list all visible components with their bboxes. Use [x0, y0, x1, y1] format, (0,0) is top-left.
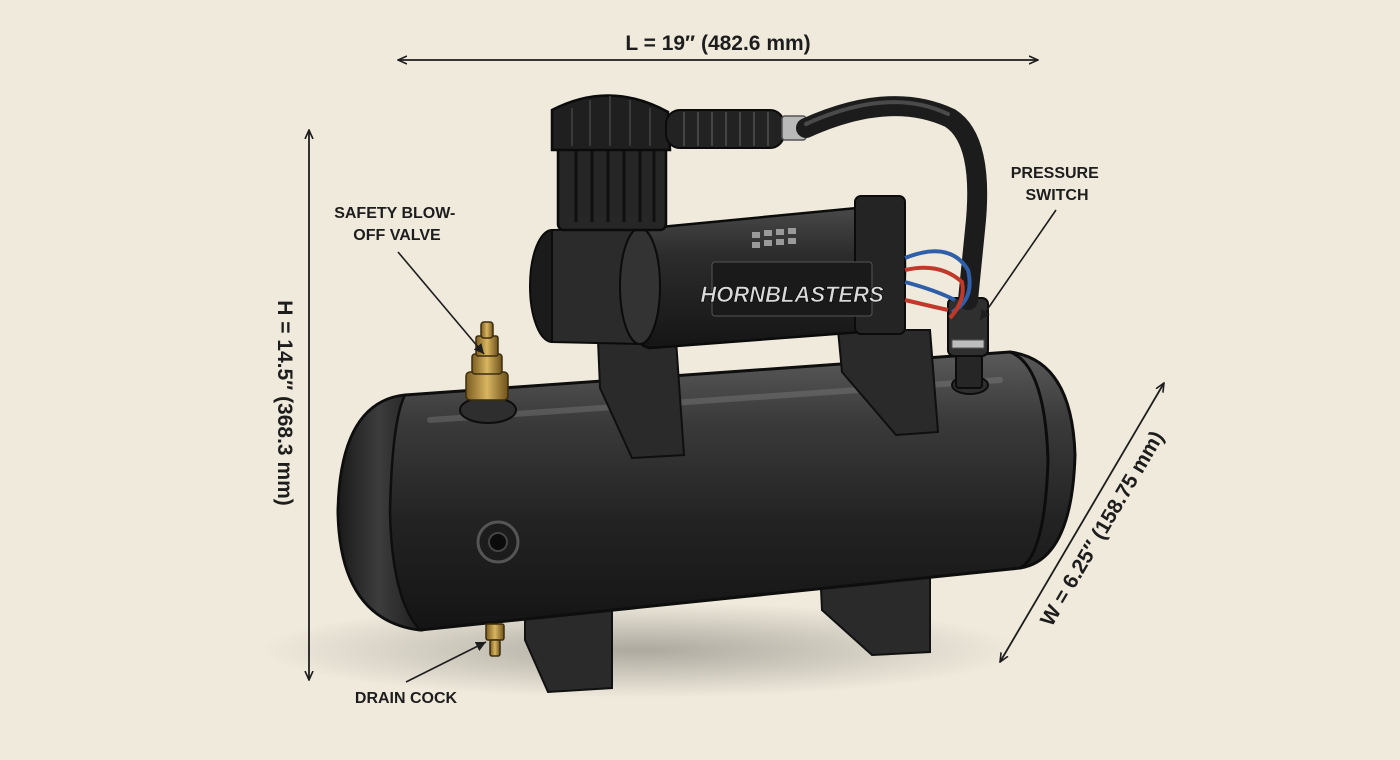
width-dimension-line: [1000, 383, 1164, 662]
tank-left-end-cap: [336, 393, 424, 632]
drain-cock-label: DRAIN COCK: [355, 690, 458, 707]
wiring: [904, 249, 972, 320]
pressure-switch-label: PRESSURE SWITCH: [1011, 165, 1103, 204]
length-label: L = 19″ (482.6 mm): [625, 32, 810, 55]
pressure-switch: [947, 297, 989, 389]
compressor: HORNBLASTERS: [529, 94, 988, 350]
brand-logo: HORNBLASTERS: [700, 282, 884, 307]
pressure-switch-leader: [979, 209, 1057, 321]
drain-cock: [485, 623, 505, 657]
safety-valve-leader: [397, 251, 485, 355]
safety-blow-off-valve: [465, 321, 509, 401]
bracket-right: [836, 329, 940, 437]
height-label: H = 14.5″ (368.3 mm): [273, 300, 296, 506]
drain-cock-leader: [405, 641, 487, 683]
safety-valve-label: SAFETY BLOW- OFF VALVE: [334, 205, 460, 244]
leader-hose: [665, 96, 988, 310]
